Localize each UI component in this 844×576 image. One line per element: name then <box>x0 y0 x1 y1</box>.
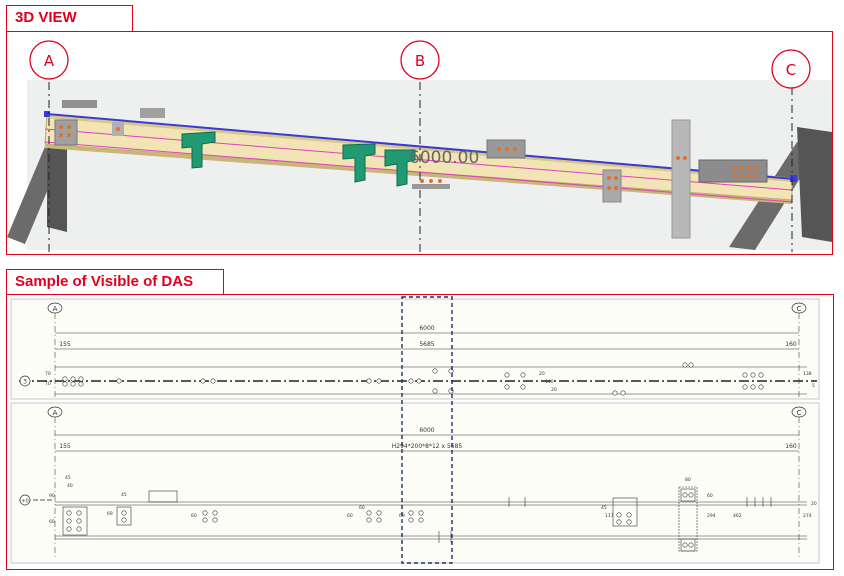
web-plate-2 <box>486 139 526 159</box>
bottom-right-offset: 160 <box>785 443 797 450</box>
svg-text:+0: +0 <box>21 499 28 505</box>
svg-text:80: 80 <box>685 477 691 483</box>
bottom-grid-bubble-a: A <box>47 406 63 418</box>
bottom-overall-dim: 6000 <box>419 427 434 434</box>
green-bracket-2 <box>342 143 376 183</box>
connection-right-plate <box>698 159 768 183</box>
bottom-left-offset: 155 <box>59 443 71 450</box>
grid-bubble-b[interactable]: B <box>400 40 440 80</box>
bottom-bolt-stems <box>438 497 772 543</box>
svg-text:70: 70 <box>45 371 51 377</box>
svg-text:462: 462 <box>733 513 742 519</box>
svg-text:60: 60 <box>191 513 197 519</box>
section-tab-das: Sample of Visible of DAS <box>6 269 224 294</box>
svg-text:A: A <box>53 305 58 313</box>
top-small-dims: 70 70 20 140 20 138 5 <box>45 371 815 393</box>
grid-label-b: B <box>415 52 425 70</box>
stiffener-tall <box>671 119 691 239</box>
bottom-member-label: H294*200*8*12 x 5685 <box>392 443 463 450</box>
svg-text:20: 20 <box>811 501 817 507</box>
web-plate-1 <box>112 108 165 136</box>
beam-length-text: 6000.00 <box>409 148 479 168</box>
svg-text:40: 40 <box>67 483 73 489</box>
reference-line-1 <box>44 128 793 191</box>
top-grid-bubble-c: C <box>791 302 807 314</box>
bottom-end-plate-left <box>62 506 88 536</box>
top-row-label: 3 <box>19 375 31 387</box>
beam-axis-line <box>46 113 795 180</box>
axis-node-left <box>44 111 50 117</box>
svg-text:140: 140 <box>545 379 554 385</box>
green-bracket-3 <box>384 149 416 187</box>
top-bolt-group <box>62 362 764 396</box>
svg-text:294: 294 <box>707 513 716 519</box>
grid-label-c: C <box>786 61 796 79</box>
svg-text:20: 20 <box>551 387 557 393</box>
section-title-das: Sample of Visible of DAS <box>15 273 194 290</box>
svg-text:C: C <box>797 409 802 417</box>
top-inner-dim: 5685 <box>419 341 434 348</box>
axis-node-right <box>790 175 797 182</box>
view3d-frame: A B C <box>6 31 833 255</box>
grid-label-a: A <box>44 52 55 70</box>
section-tab-3d-view: 3D VIEW <box>6 5 133 31</box>
svg-text:3: 3 <box>23 379 27 386</box>
view3d-canvas[interactable]: A B C <box>7 32 832 254</box>
top-right-offset: 160 <box>785 341 797 348</box>
svg-text:60: 60 <box>359 505 365 511</box>
grid-bubble-c[interactable]: C <box>771 49 811 89</box>
svg-text:45: 45 <box>121 492 127 498</box>
svg-text:45: 45 <box>601 505 607 511</box>
green-bracket-1 <box>181 131 216 169</box>
bottom-cleat <box>412 179 450 189</box>
bottom-grid-bubble-c: C <box>791 406 807 418</box>
svg-text:69: 69 <box>107 511 113 517</box>
section-title-3d-view: 3D VIEW <box>15 9 77 26</box>
svg-text:A: A <box>53 409 58 417</box>
svg-text:60: 60 <box>347 513 353 519</box>
bottom-row-label: +0 <box>19 494 31 506</box>
das-bottom-panel <box>10 402 820 564</box>
svg-text:5: 5 <box>812 383 815 389</box>
column-left-top <box>47 122 67 232</box>
reference-line-2 <box>44 141 793 203</box>
svg-text:20: 20 <box>539 371 545 377</box>
svg-text:90: 90 <box>49 493 55 499</box>
svg-text:60: 60 <box>707 493 713 499</box>
top-grid-bubble-a: A <box>47 302 63 314</box>
svg-text:C: C <box>797 305 802 313</box>
svg-text:138: 138 <box>803 371 812 377</box>
svg-text:45: 45 <box>65 475 71 481</box>
svg-text:117: 117 <box>605 513 614 519</box>
das-frame: A C 6000 5685 155 160 3 <box>6 294 834 570</box>
column-right-top <box>797 127 832 242</box>
highlight-region[interactable] <box>401 296 453 564</box>
svg-text:70: 70 <box>45 381 51 387</box>
connection-left-plate <box>54 100 97 146</box>
svg-text:60: 60 <box>49 519 55 525</box>
top-overall-dim: 6000 <box>419 325 434 332</box>
bottom-bolt-group <box>66 492 694 548</box>
svg-text:274: 274 <box>803 513 812 519</box>
grid-bubble-a[interactable]: A <box>29 40 69 80</box>
das-drawing[interactable]: A C 6000 5685 155 160 3 <box>7 295 833 569</box>
web-plate-3 <box>602 169 622 203</box>
top-left-offset: 155 <box>59 341 71 348</box>
